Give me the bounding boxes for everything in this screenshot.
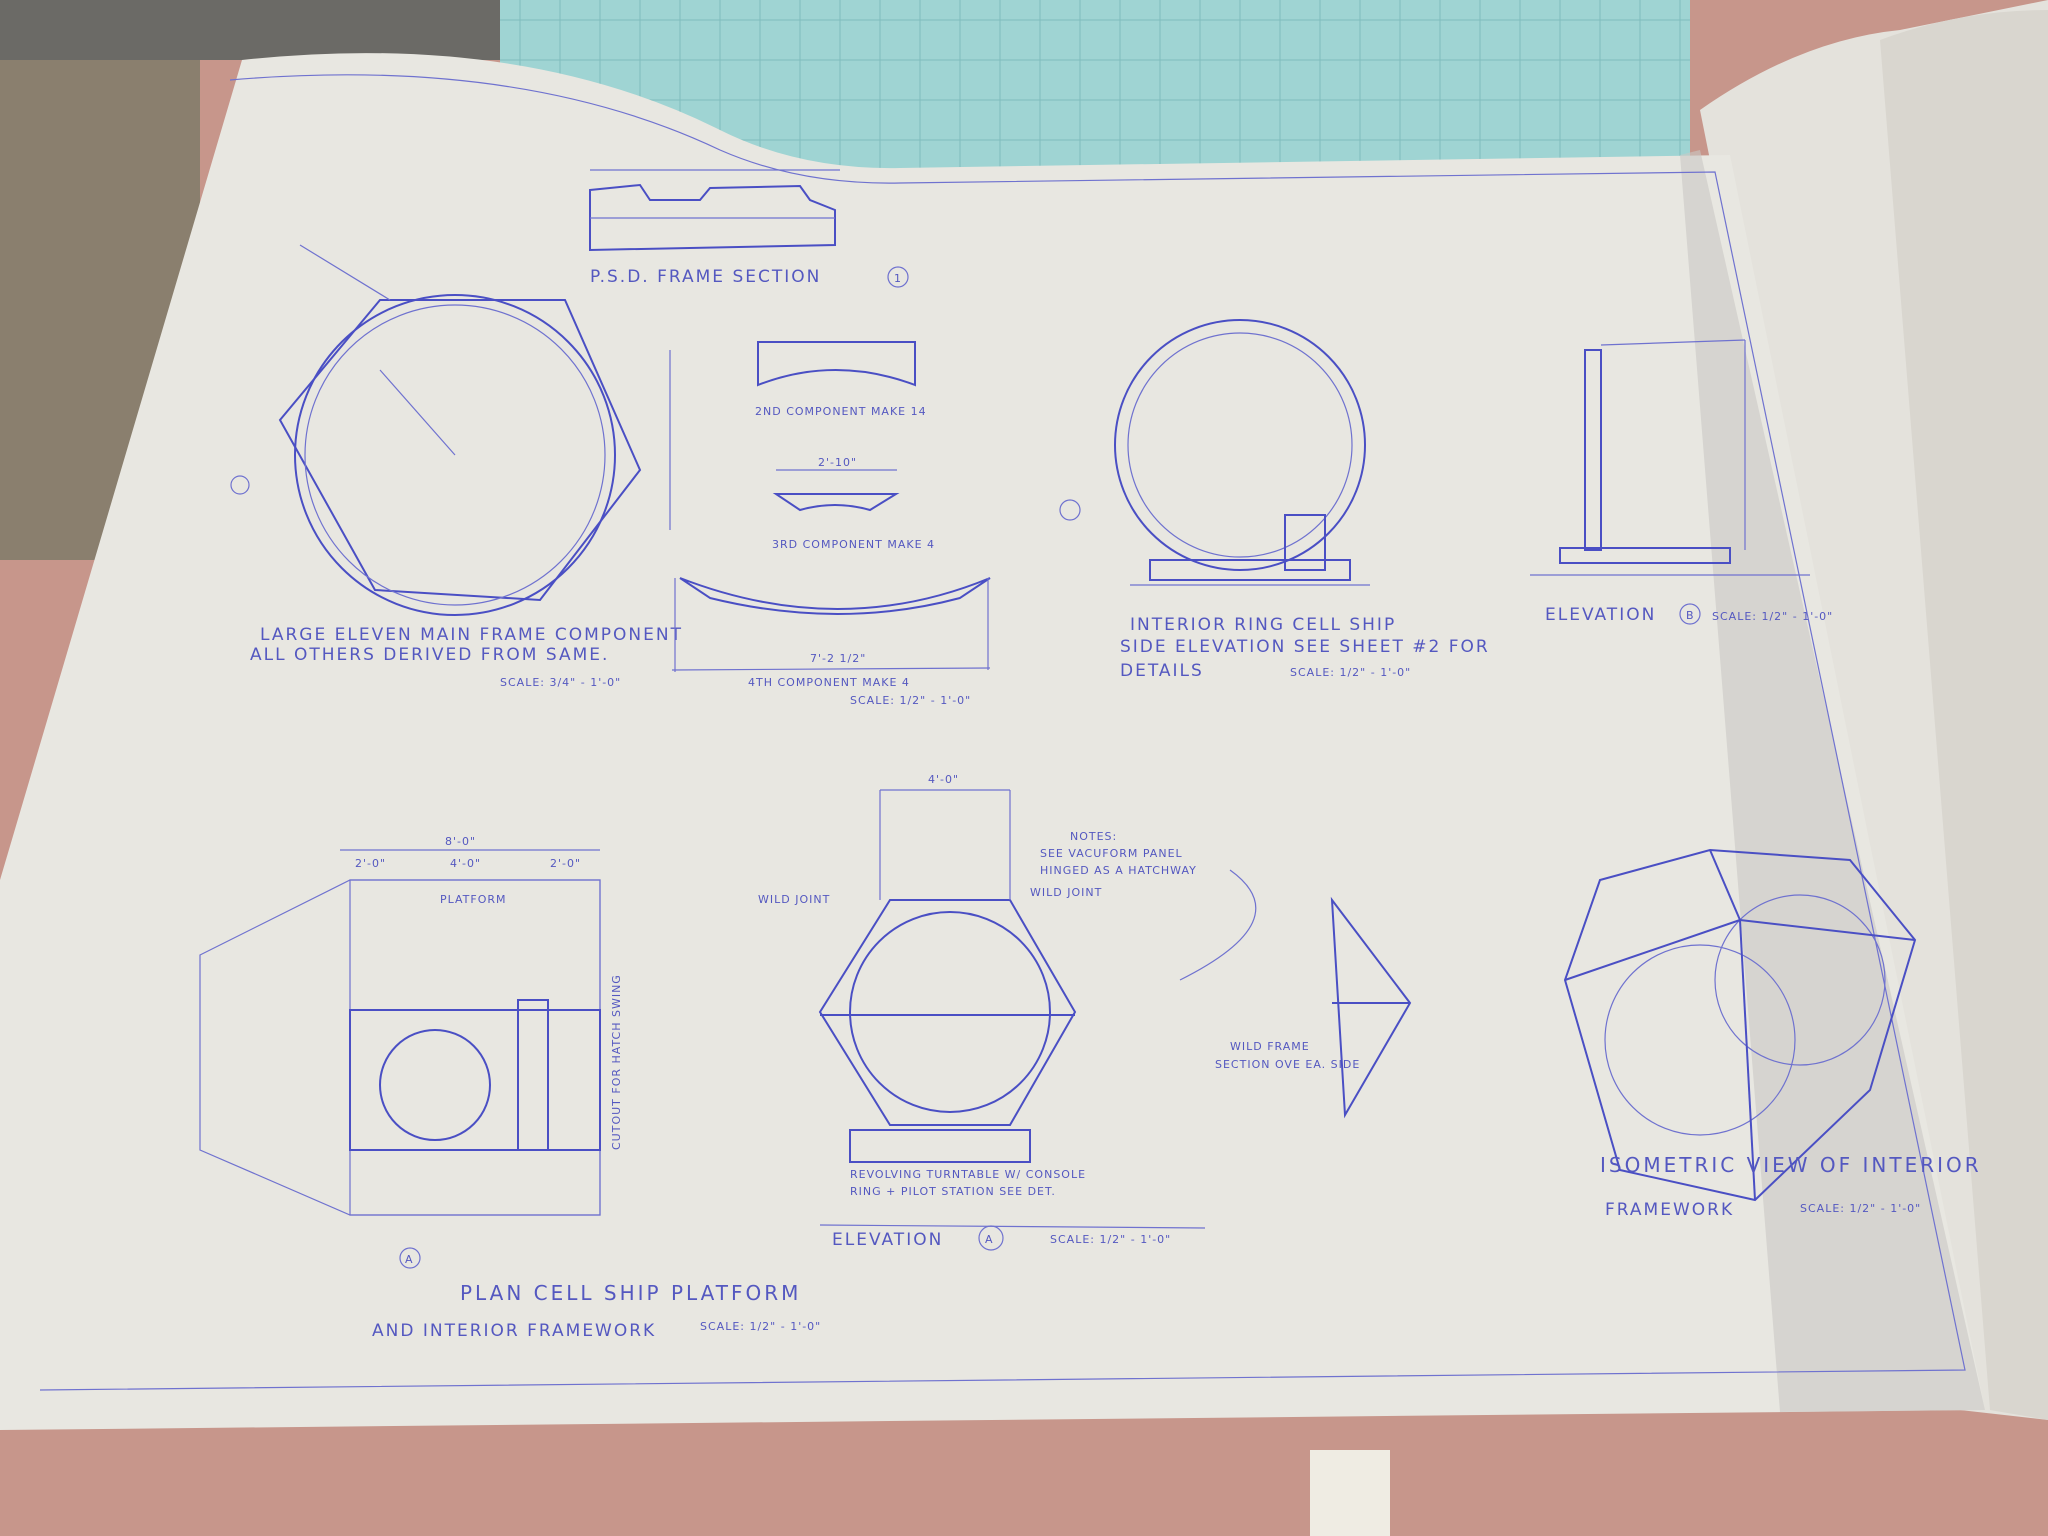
wild-joint-right: WILD JOINT [1030, 886, 1102, 899]
blueprint-sheet [0, 53, 1985, 1431]
isometric-title: ISOMETRIC VIEW OF INTERIOR [1600, 1153, 1982, 1177]
wild-frame-section [1330, 896, 1412, 1119]
elevation-a-label: ELEVATION [832, 1230, 943, 1250]
isometric-subtitle: FRAMEWORK [1605, 1200, 1734, 1220]
turntable-note-1: REVOLVING TURNTABLE W/ CONSOLE [850, 1168, 1086, 1181]
wild-joint-left: WILD JOINT [758, 893, 830, 906]
tools-top-left [0, 0, 500, 60]
plan-title: PLAN CELL SHIP PLATFORM [460, 1281, 801, 1305]
section-ref-number: 1 [894, 272, 902, 285]
wild-frame-label-2: SECTION OVE EA. SIDE [1215, 1058, 1360, 1071]
elevation-a-ref: A [985, 1233, 994, 1246]
psd-frame-section [589, 169, 840, 252]
third-component-dimension: 2'-10" [818, 456, 857, 469]
interior-ring-elevation [1059, 319, 1370, 586]
shadow [1680, 150, 1985, 1412]
main-frame-subtitle: ALL OTHERS DERIVED FROM SAME. [250, 645, 609, 665]
second-component-drawing [757, 341, 916, 387]
isometric-drawing [1563, 848, 1917, 1202]
paper-roll-edge [1880, 10, 2048, 1420]
tape [1310, 1450, 1390, 1536]
plan-dim: 2'-0" [355, 857, 386, 870]
plan-subtitle: AND INTERIOR FRAMEWORK [372, 1321, 656, 1341]
fourth-component-label: 4TH COMPONENT MAKE 4 [748, 676, 910, 689]
elevation-a-dimension: 4'-0" [928, 773, 959, 786]
plan-cutout-label: CUTOUT FOR HATCH SWING [610, 974, 623, 1150]
elevation-a-scale: SCALE: 1/2" - 1'-0" [1050, 1233, 1171, 1246]
third-component-drawing [772, 469, 900, 512]
sheet-border [39, 74, 1966, 1391]
plan-dim-top: 8'-0" [445, 835, 476, 848]
isometric-scale: SCALE: 1/2" - 1'-0" [1800, 1202, 1921, 1215]
interior-ring-scale: SCALE: 1/2" - 1'-0" [1290, 666, 1411, 679]
elevation-b-scale: SCALE: 1/2" - 1'-0" [1712, 610, 1833, 623]
psd-frame-label: P.S.D. FRAME SECTION [590, 267, 821, 287]
third-component-label: 3RD COMPONENT MAKE 4 [772, 538, 935, 551]
elevation-b-ref: B [1686, 609, 1695, 622]
notes-title: NOTES: [1070, 830, 1117, 843]
interior-ring-subtitle: SIDE ELEVATION SEE SHEET #2 FOR [1120, 637, 1490, 657]
elevation-a-drawing [818, 789, 1257, 1229]
elevation-b-ref-circle [1679, 603, 1701, 625]
turntable-note-2: RING + PILOT STATION SEE DET. [850, 1185, 1056, 1198]
second-component-label: 2ND COMPONENT MAKE 14 [755, 405, 927, 418]
fourth-component-scale: SCALE: 1/2" - 1'-0" [850, 694, 971, 707]
plan-drawing [199, 849, 601, 1269]
notes-line-2: HINGED AS A HATCHWAY [1040, 864, 1197, 877]
notes-line-1: SEE VACUFORM PANEL [1040, 847, 1183, 860]
elevation-b-drawing [1530, 339, 1810, 576]
elevation-a-ref-circle [978, 1225, 1004, 1251]
main-frame-hexagon [230, 244, 671, 616]
section-ref-circle [887, 266, 909, 288]
fourth-component-dimension: 7'-2 1/2" [810, 652, 866, 665]
plan-ref: A [405, 1253, 414, 1266]
plan-platform-label: PLATFORM [440, 893, 507, 906]
main-frame-scale: SCALE: 3/4" - 1'-0" [500, 676, 621, 689]
interior-ring-details: DETAILS [1120, 661, 1204, 681]
interior-ring-title: INTERIOR RING CELL SHIP [1130, 615, 1396, 635]
elevation-b-label: ELEVATION [1545, 605, 1656, 625]
plan-dim: 4'-0" [450, 857, 481, 870]
main-frame-title: LARGE ELEVEN MAIN FRAME COMPONENT [260, 625, 683, 645]
plan-scale: SCALE: 1/2" - 1'-0" [700, 1320, 821, 1333]
plan-dim: 2'-0" [550, 857, 581, 870]
wild-frame-label-1: WILD FRAME [1230, 1040, 1310, 1053]
fourth-component-drawing [671, 577, 991, 672]
